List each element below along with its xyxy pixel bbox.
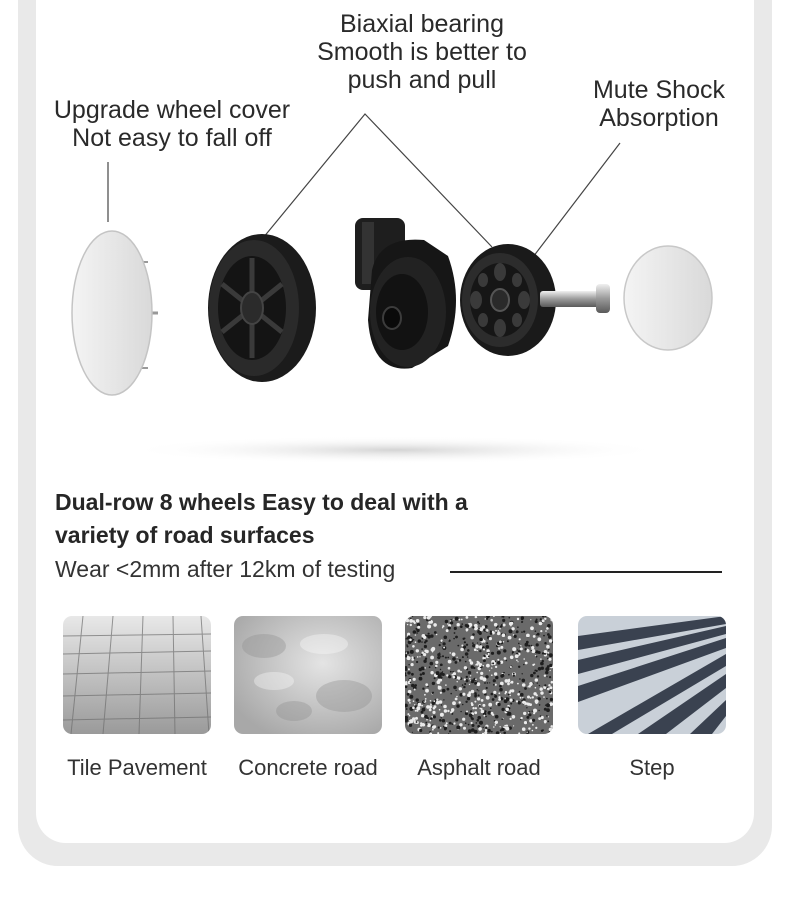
callout-line: Biaxial bearing [340, 10, 504, 38]
leader-lines [107, 113, 621, 258]
surface-label-concrete: Concrete road [238, 755, 378, 780]
surface-label-tile: Tile Pavement [67, 755, 207, 780]
wear-note: Wear <2mm after 12km of testing [55, 556, 396, 582]
surface-label-step: Step [629, 755, 675, 780]
callout-biaxial-bearing: Biaxial bearing Smooth is better to push… [300, 10, 544, 94]
callout-line: Upgrade wheel cover [53, 96, 291, 124]
tile-pavement-image [63, 616, 211, 734]
callout-wheel-cover: Upgrade wheel cover Not easy to fall off [36, 96, 308, 152]
divider-line [450, 571, 722, 573]
feature-heading: Dual-row 8 wheels Easy to deal with a va… [55, 486, 575, 552]
callout-line: Not easy to fall off [72, 124, 272, 152]
surface-label-asphalt: Asphalt road [417, 755, 541, 780]
step-image [578, 616, 726, 734]
exploded-wheel-illustration [71, 113, 713, 464]
swivel-bracket-icon [355, 218, 456, 369]
wheel-cover-right-icon [623, 245, 713, 351]
concrete-road-image [234, 616, 382, 734]
floor-shadow [125, 436, 665, 464]
callout-line: push and pull [347, 66, 497, 94]
callout-line: Mute Shock [592, 76, 725, 104]
axle-icon [540, 284, 610, 313]
feature-heading-line: variety of road surfaces [55, 522, 315, 548]
callout-line: Smooth is better to [317, 38, 527, 66]
inner-wheel-icon [460, 244, 556, 356]
outer-wheel-icon [208, 234, 316, 382]
callout-line: Absorption [599, 104, 719, 132]
asphalt-road-image [405, 616, 553, 734]
callout-mute-shock: Mute Shock Absorption [580, 76, 738, 132]
wheel-cover-left-icon [71, 230, 158, 396]
feature-heading-line: Dual-row 8 wheels Easy to deal with a [55, 489, 468, 515]
